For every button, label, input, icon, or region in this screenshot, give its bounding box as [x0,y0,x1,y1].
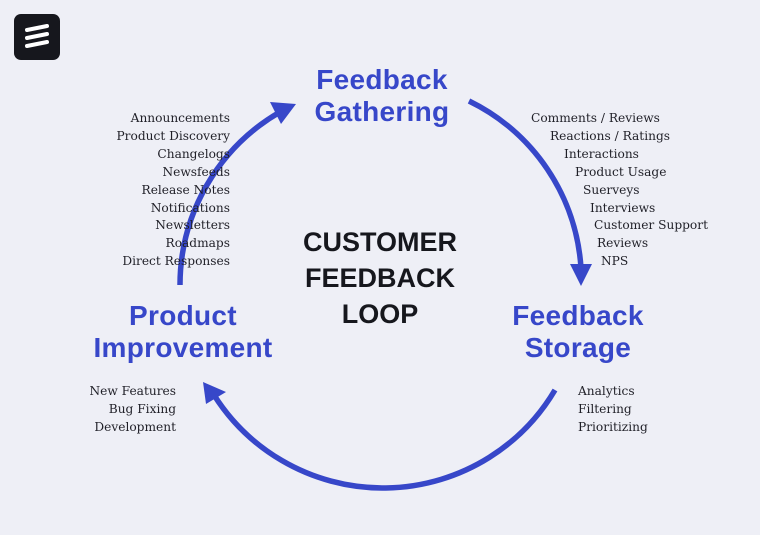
list-item: Analytics [578,384,635,398]
list-item: Roadmaps [165,236,230,251]
stage-title-line: Product [129,300,237,331]
stage-title-line: Gathering [314,96,450,127]
list-item: Product Discovery [116,128,230,143]
arrowhead-improvement [203,382,226,404]
list-item: Interactions [564,146,639,161]
stage-feedback-gathering: Feedback Gathering [300,64,464,128]
list-item: Reviews [597,236,649,251]
stage-feedback-storage: Feedback Storage [500,300,656,364]
center-title-line: CUSTOMER [302,227,457,257]
center-title: CUSTOMER FEEDBACK LOOP [280,224,480,332]
stage-title-line: Storage [524,332,632,363]
arrowhead-gathering [270,102,296,124]
arrow-storage-to-improvement [211,388,558,491]
center-title-line: FEEDBACK [304,263,455,293]
arrowhead-storage [570,264,592,286]
list-item: Newsletters [155,218,230,233]
stage-title-line: Improvement [93,332,273,363]
list-item: Customer Support [594,218,708,233]
list-item: Reactions / Ratings [550,128,670,143]
stage-product-improvement: Product Improvement [83,300,283,364]
list-item: Release Notes [141,182,230,197]
logo [14,14,60,60]
list-item: New Features [89,384,177,398]
list-item: Changelogs [157,146,230,161]
arrow-gathering-to-storage [467,98,584,269]
list-item: Prioritizing [578,419,648,434]
list-item: Direct Responses [122,254,230,269]
list-item: Interviews [590,200,656,215]
stage-title-line: Feedback [316,64,448,95]
list-item: Comments / Reviews [531,111,660,125]
stacked-lines-icon [25,24,49,48]
list-item: Filtering [578,401,632,416]
arrow-improvement-to-gathering [177,109,282,286]
list-item: Notifications [150,200,230,215]
list-item: Product Usage [575,164,667,179]
stage-title-line: Feedback [512,300,644,331]
list-item: Development [94,419,176,434]
list-item: Suerveys [583,182,640,197]
center-title-line: LOOP [341,299,419,329]
list-item: Newsfeeds [162,164,230,179]
list-item: Bug Fixing [108,401,176,416]
list-item: Announcements [130,111,230,125]
list-item: NPS [601,254,629,269]
